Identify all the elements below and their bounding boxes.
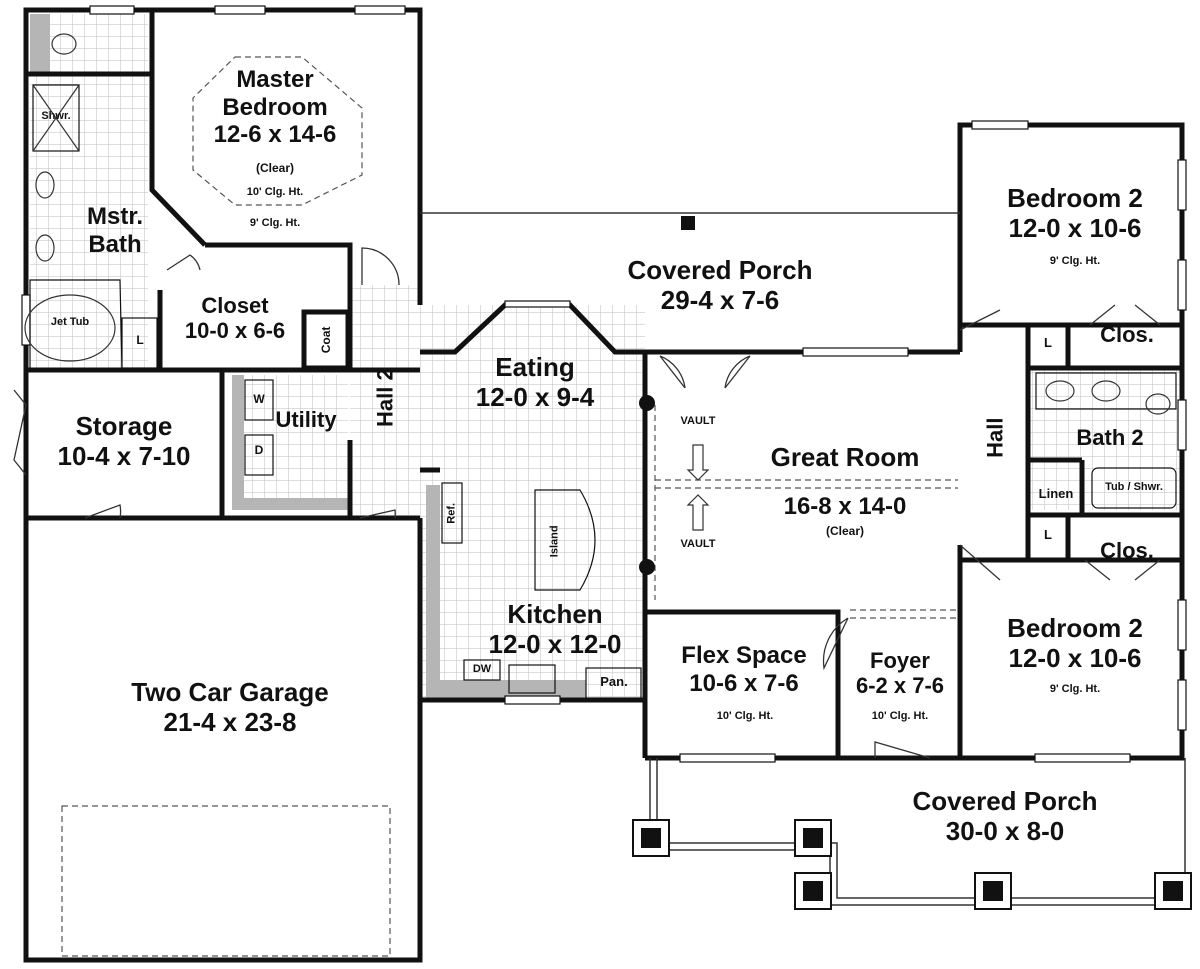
storage-dims: 10-4 x 7-10 — [57, 440, 191, 471]
linen-bottom-label: L — [1044, 527, 1052, 542]
garage-name: Two Car Garage — [131, 677, 329, 707]
master-bedroom-note: (Clear) — [255, 161, 294, 175]
kitchen-label: Kitchen 12-0 x 12-0 — [470, 599, 640, 660]
master-bedroom-dims: 12-6 x 14-6 — [213, 121, 337, 149]
bedroom2-top-name: Bedroom 2 — [1007, 183, 1143, 213]
rear-porch-dims: 29-4 x 7-6 — [660, 284, 780, 315]
eating-label: Eating 12-0 x 9-4 — [455, 352, 615, 413]
vault-top-label: VAULT — [680, 415, 716, 427]
vault-bottom-label: VAULT — [680, 538, 716, 550]
utility-label: Utility — [275, 407, 337, 432]
garage-dims: 21-4 x 23-8 — [163, 706, 297, 737]
coat-label: Coat — [319, 326, 334, 354]
shower-label: Shwr. — [41, 110, 71, 122]
great-room-note: (Clear) — [825, 524, 864, 538]
flex-space-name: Flex Space — [681, 642, 807, 669]
master-bedroom-label: Master Bedroom 12-6 x 14-6 — [205, 66, 345, 149]
rear-porch-name: Covered Porch — [627, 255, 813, 285]
closet-bottom-label: Clos. — [1100, 538, 1154, 563]
master-bath-line2: Bath — [88, 230, 142, 258]
kitchen-dims: 12-0 x 12-0 — [488, 628, 622, 659]
bath2-tub-label: Tub / Shwr. — [1105, 481, 1163, 493]
front-porch-name: Covered Porch — [912, 786, 1098, 816]
washer-label: W — [253, 392, 265, 406]
dashed-lines — [61, 56, 958, 957]
master-bath-line1: Mstr. — [86, 203, 143, 230]
eating-dims: 12-0 x 9-4 — [475, 381, 595, 412]
bedroom2-top-dims: 12-0 x 10-6 — [1008, 212, 1142, 243]
storage-name: Storage — [75, 411, 173, 441]
bath2-linen-label: Linen — [1038, 486, 1074, 501]
dryer-label: D — [254, 443, 264, 457]
counters — [30, 14, 586, 700]
flex-space-label: Flex Space 10-6 x 7-6 — [655, 642, 833, 697]
dishwasher-label: DW — [472, 663, 492, 675]
refrigerator-label: Ref. — [445, 502, 458, 524]
closet-dims: 10-0 x 6-6 — [184, 318, 286, 344]
flex-space-ceiling: 10' Clg. Ht. — [716, 710, 774, 722]
front-porch-dims: 30-0 x 8-0 — [945, 815, 1065, 846]
bedroom2-top-label: Bedroom 2 12-0 x 10-6 — [980, 183, 1170, 244]
tile-floors — [30, 14, 1180, 700]
linen-top-label: L — [1044, 335, 1052, 350]
eating-name: Eating — [495, 352, 575, 382]
windows — [21, 5, 1187, 763]
great-room-name: Great Room — [770, 442, 920, 472]
bath2-label: Bath 2 — [1076, 425, 1144, 450]
foyer-ceiling: 10' Clg. Ht. — [871, 710, 929, 722]
great-room-dims: 16-8 x 14-0 — [783, 493, 907, 520]
storage-label: Storage 10-4 x 7-10 — [38, 411, 210, 472]
door-swings — [13, 247, 1161, 759]
bedroom2-top-ceiling: 9' Clg. Ht. — [1049, 255, 1101, 267]
closet-label: Closet 10-0 x 6-6 — [165, 293, 305, 344]
bedroom2-bottom-dims: 12-0 x 10-6 — [1008, 642, 1142, 673]
foyer-dims: 6-2 x 7-6 — [855, 673, 945, 699]
foyer-name: Foyer — [870, 648, 930, 673]
master-bedroom-ceiling-outer: 9' Clg. Ht. — [249, 217, 301, 229]
garage-label: Two Car Garage 21-4 x 23-8 — [90, 677, 370, 738]
closet-name: Closet — [201, 293, 269, 318]
bedroom2-bottom-ceiling: 9' Clg. Ht. — [1049, 683, 1101, 695]
front-porch-label: Covered Porch 30-0 x 8-0 — [880, 786, 1130, 847]
master-bath-label: Mstr. Bath — [70, 203, 160, 258]
porch-columns — [632, 216, 1192, 910]
master-bedroom-line2: Bedroom — [222, 93, 328, 121]
master-bedroom-ceiling-inner: 10' Clg. Ht. — [246, 186, 304, 198]
hall2-label: Hall 2 — [372, 368, 398, 428]
flex-space-dims: 10-6 x 7-6 — [689, 669, 799, 697]
island-label: Island — [548, 525, 561, 558]
pantry-label: Pan. — [600, 674, 628, 689]
closet-top-label: Clos. — [1100, 322, 1154, 347]
master-bedroom-line1: Master — [236, 66, 314, 93]
bedroom2-bottom-name: Bedroom 2 — [1007, 613, 1143, 643]
rear-porch-label: Covered Porch 29-4 x 7-6 — [600, 255, 840, 316]
master-linen-label: L — [136, 333, 144, 347]
foyer-label: Foyer 6-2 x 7-6 — [845, 648, 955, 699]
hall-label: Hall — [982, 417, 1008, 458]
fixtures — [24, 33, 1177, 699]
jet-tub-label: Jet Tub — [50, 316, 90, 328]
bedroom2-bottom-label: Bedroom 2 12-0 x 10-6 — [980, 613, 1170, 674]
kitchen-name: Kitchen — [507, 599, 603, 629]
